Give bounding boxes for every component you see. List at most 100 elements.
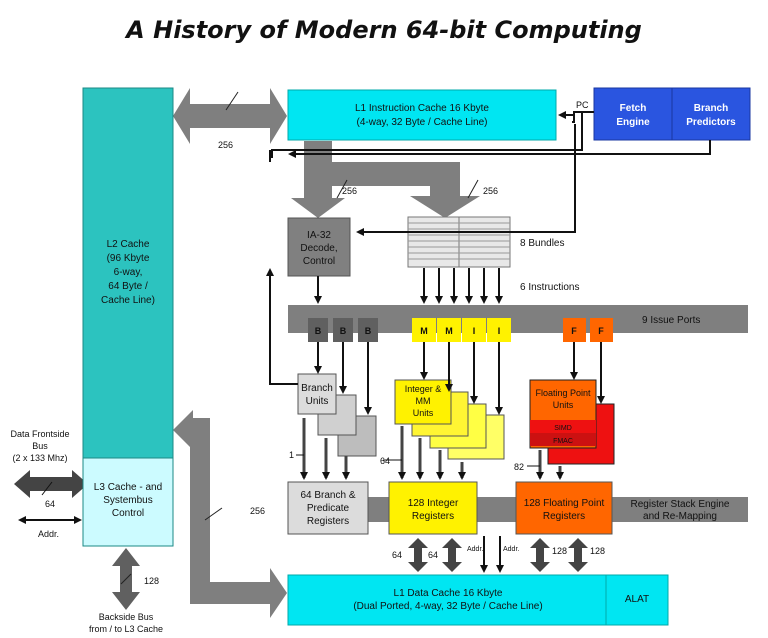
svg-text:Fetch: Fetch (620, 103, 647, 114)
port-letters: B B B M M I I F F (315, 326, 605, 336)
issue-ports (308, 318, 613, 342)
branch-feedback-line (266, 268, 298, 385)
l3-cache-control-block (82, 457, 174, 547)
port-m-1 (412, 318, 436, 342)
addr-label: Addr. (38, 529, 59, 539)
l1i-to-bundles-arrow (291, 141, 480, 218)
fetch-engine-block (593, 87, 673, 141)
fp-units-stack (529, 379, 615, 465)
port-m-2 (437, 318, 461, 342)
svg-text:B: B (315, 326, 322, 336)
svg-text:Data Frontside: Data Frontside (10, 429, 69, 439)
alat-block (605, 574, 669, 626)
instruction-arrows (420, 268, 503, 304)
svg-text:64 Branch &: 64 Branch & (300, 490, 355, 501)
svg-text:from / to L3 Cache: from / to L3 Cache (89, 624, 163, 634)
width-256-label: 256 (250, 506, 265, 516)
svg-text:Control: Control (303, 256, 335, 267)
fmac-band (530, 433, 596, 446)
svg-text:B: B (365, 326, 372, 336)
svg-text:I: I (498, 326, 501, 336)
width-128-label: 128 (590, 546, 605, 556)
svg-text:Registers: Registers (307, 516, 349, 527)
frontside-bus-label: Data Frontside Bus (2 x 133 Mhz) (10, 429, 69, 463)
svg-text:M: M (445, 326, 453, 336)
svg-text:64 Byte /: 64 Byte / (108, 281, 148, 292)
svg-text:F: F (598, 326, 604, 336)
fp-registers-label: 128 Floating Point Registers (524, 498, 605, 522)
branch-register-arrows (300, 418, 350, 480)
fmac-label: FMAC (553, 438, 573, 445)
port-b-2 (333, 318, 353, 342)
width-64-label: 64 (392, 550, 402, 560)
svg-text:Register Stack Engine: Register Stack Engine (631, 499, 730, 510)
port-f-2 (590, 318, 613, 342)
width-64-label: 64 (380, 456, 390, 466)
svg-text:Integer &: Integer & (405, 384, 442, 394)
issue-ports-label: 9 Issue Ports (642, 315, 700, 326)
fetch-engine-label: Fetch Engine (616, 103, 650, 128)
svg-text:Branch: Branch (301, 383, 333, 394)
svg-text:Registers: Registers (412, 511, 454, 522)
svg-text:6-way,: 6-way, (114, 267, 143, 278)
simd-band (530, 420, 596, 433)
svg-text:Units: Units (553, 400, 574, 410)
port-b-3 (358, 318, 378, 342)
width-64-label: 64 (45, 499, 55, 509)
l2-cache-label: L2 Cache (96 Kbyte 6-way, 64 Byte / Cach… (101, 239, 155, 306)
svg-text:Engine: Engine (616, 117, 650, 128)
instructions-label: 6 Instructions (520, 282, 579, 293)
l1-icache-label: L1 Instruction Cache 16 Kbyte (4-way, 32… (355, 103, 489, 128)
pc-line (572, 111, 594, 123)
svg-text:Predicate: Predicate (307, 503, 350, 514)
svg-text:Units: Units (306, 396, 329, 407)
l2-l1d-bus-arrow (173, 410, 287, 618)
l1-dcache-label: L1 Data Cache 16 Kbyte (Dual Ported, 4-w… (353, 588, 542, 612)
svg-text:128 Integer: 128 Integer (408, 498, 459, 509)
svg-text:L1 Data Cache 16 Kbyte: L1 Data Cache 16 Kbyte (394, 588, 503, 599)
branch-predictors-label: Branch Predictors (686, 103, 736, 128)
svg-text:F: F (571, 326, 577, 336)
svg-text:128 Floating Point: 128 Floating Point (524, 498, 605, 509)
svg-text:Branch: Branch (694, 103, 728, 114)
svg-text:B: B (340, 326, 347, 336)
svg-text:Cache Line): Cache Line) (101, 295, 155, 306)
width-256-label: 256 (483, 186, 498, 196)
svg-text:Decode,: Decode, (300, 243, 337, 254)
integer-registers-label: 128 Integer Registers (408, 498, 459, 522)
l1-data-cache (287, 574, 607, 626)
svg-text:Control: Control (112, 508, 144, 519)
svg-text:Floating Point: Floating Point (535, 388, 591, 398)
register-stack-label: Register Stack Engine and Re-Mapping (631, 499, 730, 522)
svg-text:Predictors: Predictors (686, 117, 736, 128)
port-f-1 (563, 318, 586, 342)
ia32-decode-label: IA-32 Decode, Control (300, 230, 337, 267)
bundles-grid (407, 216, 511, 268)
branch-units-stack (297, 373, 377, 457)
port-b-1 (308, 318, 328, 342)
simd-label: SIMD (554, 425, 572, 432)
branch-registers-block (287, 481, 369, 535)
width-128-label: 128 (144, 576, 159, 586)
svg-text:(96 Kbyte: (96 Kbyte (107, 253, 150, 264)
integer-registers-block (388, 481, 478, 535)
width-64-label: 64 (428, 550, 438, 560)
fp-registers-block (515, 481, 613, 535)
integer-mm-units-stack (394, 379, 505, 460)
pc-label: PC (576, 100, 589, 110)
fp-units-label: Floating Point Units (535, 388, 591, 410)
svg-text:L3 Cache - and: L3 Cache - and (94, 482, 162, 493)
svg-text:and Re-Mapping: and Re-Mapping (643, 511, 717, 522)
l1-instruction-cache (287, 89, 557, 141)
svg-text:M: M (420, 326, 428, 336)
branch-registers-label: 64 Branch & Predicate Registers (300, 490, 355, 527)
port-i-2 (487, 318, 511, 342)
width-82-label: 82 (514, 462, 524, 472)
port-i-1 (462, 318, 486, 342)
ia32-decode-block (287, 217, 351, 277)
addr-label: Addr. (503, 546, 519, 553)
svg-text:Systembus: Systembus (103, 495, 152, 506)
diagram-title: A History of Modern 64-bit Computing (124, 16, 642, 44)
svg-text:(4-way, 32 Byte / Cache Line): (4-way, 32 Byte / Cache Line) (357, 117, 488, 128)
